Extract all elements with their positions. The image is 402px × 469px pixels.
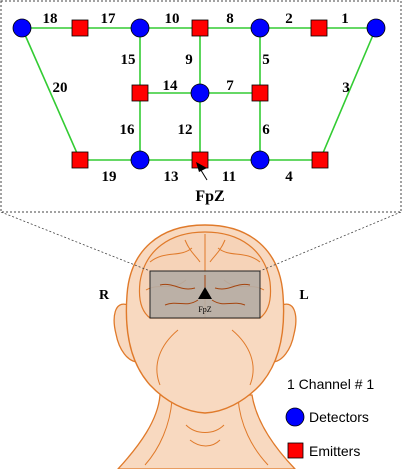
neck-line-left: [144, 399, 173, 466]
detector: [250, 18, 270, 38]
detector: [190, 83, 210, 103]
legend-emitter-icon: [287, 442, 304, 459]
channel-label-7: 7: [226, 78, 234, 94]
channel-label-1: 1: [341, 11, 349, 27]
legend-detector-icon: [285, 407, 305, 427]
detector: [12, 18, 32, 38]
left-side-label: L: [299, 288, 308, 303]
channel-label-9: 9: [185, 52, 193, 68]
emitter: [71, 19, 89, 37]
channel-labels: 18 17 10 8 2 1 20 15 9 5 3 14 7 16 12 6 …: [43, 11, 350, 185]
fpz-head-label: FpZ: [198, 305, 211, 314]
channel-label-16: 16: [120, 122, 136, 138]
detector: [130, 150, 150, 170]
detector: [250, 150, 270, 170]
neck-vertebra: [185, 424, 225, 447]
connection-left-edge: [21, 27, 81, 161]
channel-label-20: 20: [53, 80, 68, 96]
channel-label-14: 14: [163, 78, 179, 94]
channel-label-11: 11: [222, 169, 236, 185]
channel-label-8: 8: [226, 11, 234, 27]
fpz-head-triangle: [198, 287, 212, 299]
channel-label-15: 15: [121, 52, 136, 68]
channel-label-6: 6: [262, 122, 270, 138]
channel-label-5: 5: [262, 52, 270, 68]
fpz-reference-arrowhead: [196, 162, 207, 172]
jaw-line: [156, 329, 254, 386]
emitter: [131, 84, 149, 102]
legend: 1 Channel # 1 Detectors Emitters: [285, 376, 374, 459]
detector: [130, 18, 150, 38]
emitter: [71, 151, 89, 169]
legend-channel-text: 1 Channel # 1: [287, 376, 374, 392]
channel-label-2: 2: [285, 11, 293, 27]
projection-line-left: [0, 211, 151, 272]
channel-label-12: 12: [178, 122, 193, 138]
patch-veins: [159, 275, 251, 306]
connection-right-edge: [319, 27, 377, 161]
emitter: [311, 151, 329, 169]
neck-line-right: [237, 397, 269, 466]
fpz-reference-label: FpZ: [195, 188, 224, 205]
head-illustration: [113, 224, 297, 469]
channel-label-4: 4: [285, 169, 293, 185]
legend-detectors-text: Detectors: [309, 409, 369, 425]
channel-label-10: 10: [165, 11, 180, 27]
emitter: [310, 19, 328, 37]
emitters: [71, 19, 329, 169]
projection-line-right: [259, 211, 402, 272]
channel-label-17: 17: [101, 11, 117, 27]
channel-label-19: 19: [102, 169, 117, 185]
detector: [366, 18, 386, 38]
detectors: [12, 18, 386, 170]
channel-label-18: 18: [43, 11, 58, 27]
channel-label-13: 13: [164, 169, 179, 185]
emitter: [251, 84, 269, 102]
channel-label-3: 3: [342, 80, 350, 96]
emitter: [191, 19, 209, 37]
legend-emitters-text: Emitters: [309, 443, 360, 459]
right-side-label: R: [99, 288, 110, 303]
